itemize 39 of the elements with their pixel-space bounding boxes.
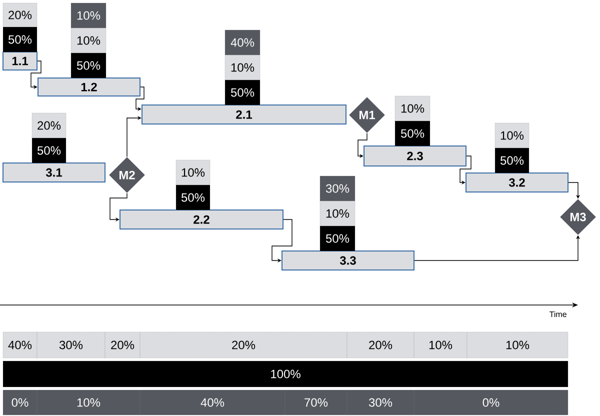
percentage-box: 10% <box>394 96 430 122</box>
percentage-box: 50% <box>32 138 66 164</box>
task-bar: 2.2 <box>120 210 284 230</box>
percentage-box: 50% <box>2 26 38 52</box>
share-cell: 20% <box>346 332 414 358</box>
task-bar: 2.1 <box>142 104 346 124</box>
percentage-box: 20% <box>32 112 66 138</box>
task-bar: 1.2 <box>38 78 140 96</box>
share-cell: 10% <box>466 332 568 358</box>
percentage-box: 10% <box>70 2 106 28</box>
share-cell: 70% <box>284 390 348 416</box>
connector-arrow <box>126 116 142 158</box>
task-bar: 3.1 <box>2 162 106 182</box>
percentage-box: 10% <box>320 200 356 226</box>
percentage-box: 10% <box>224 54 260 80</box>
share-cell: 100% <box>2 360 568 388</box>
percentage-box: 50% <box>176 184 210 210</box>
percentage-box: 50% <box>320 226 356 252</box>
percentage-box: 10% <box>70 28 106 54</box>
task-bar: 3.2 <box>466 172 568 192</box>
task-bar: 1.1 <box>2 52 38 70</box>
share-cell: 30% <box>36 332 106 358</box>
share-cell: 40% <box>2 332 38 358</box>
share-cell: 0% <box>2 390 38 416</box>
percentage-box: 40% <box>224 30 260 56</box>
percentage-box: 10% <box>176 160 210 186</box>
task-bar: 3.3 <box>282 250 414 270</box>
percentage-box: 50% <box>494 148 530 174</box>
axis-label: Time <box>550 311 566 318</box>
percentage-box: 50% <box>70 52 106 78</box>
percentage-box: 20% <box>2 2 38 28</box>
percentage-box: 10% <box>494 122 530 148</box>
percentage-box: 50% <box>224 80 260 106</box>
task-bar: 2.3 <box>364 146 466 166</box>
percentage-box: 30% <box>320 176 356 202</box>
percentage-box: 50% <box>394 120 430 146</box>
share-cell: 20% <box>104 332 140 358</box>
share-cell: 30% <box>346 390 414 416</box>
share-cell: 10% <box>414 332 468 358</box>
